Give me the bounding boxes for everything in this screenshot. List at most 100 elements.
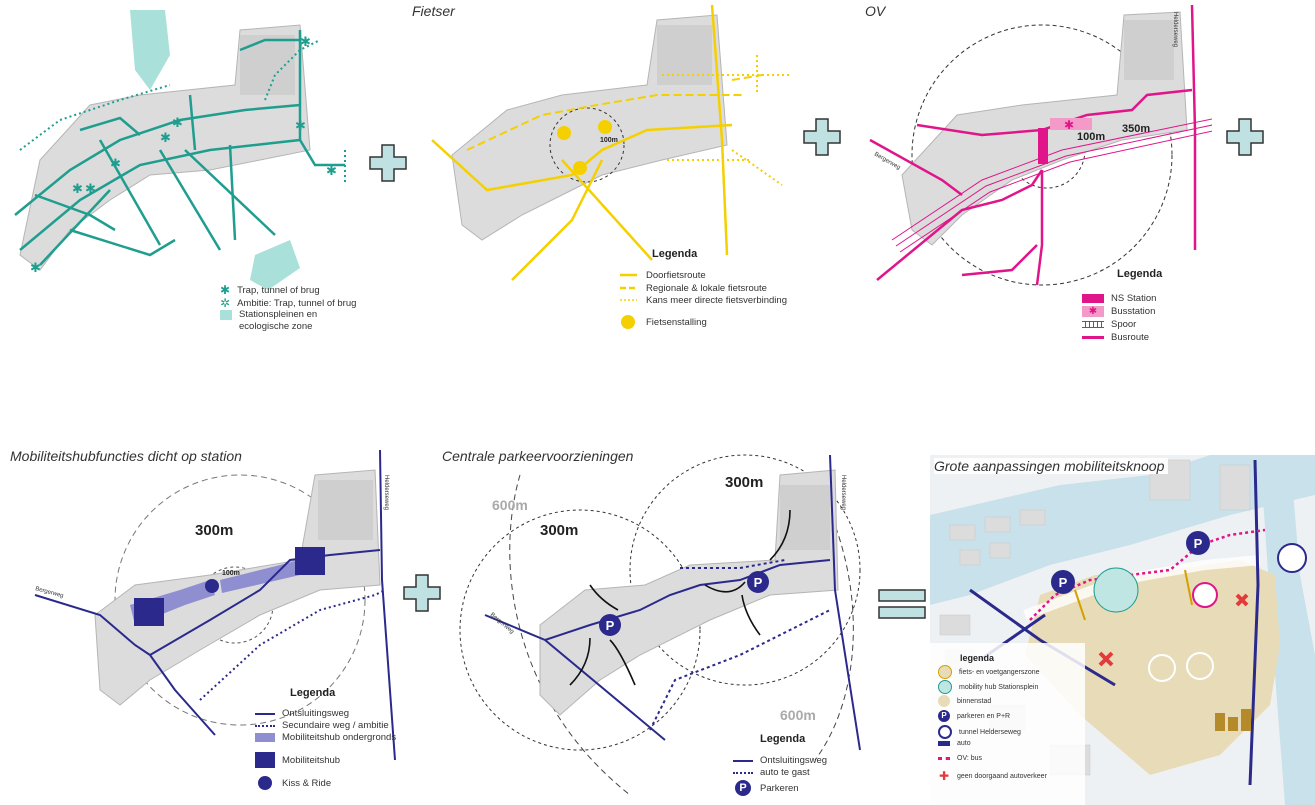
panel-title: Fietser [412, 3, 455, 19]
panel-title: OV [865, 3, 886, 19]
legend-label: Doorfietsroute [646, 270, 706, 281]
direct-connection-chances [662, 55, 792, 186]
legend-title: Legenda [652, 248, 698, 260]
parking-marker [1051, 570, 1075, 594]
svg-text:✱: ✱ [295, 118, 306, 133]
through-routes [431, 4, 733, 281]
access-roads [34, 449, 396, 761]
rail-corridor [1023, 555, 1261, 620]
bus-route [1029, 528, 1266, 621]
road-label: Bergerweg [34, 586, 64, 599]
legend-label: OV: bus [957, 755, 983, 762]
panel-title: Mobiliteitshubfuncties dicht op station [10, 448, 242, 464]
road-label: Helderseweg [383, 475, 389, 510]
legend-title: Legenda [760, 733, 806, 745]
cyclist-map: 100m [431, 4, 792, 329]
parking-marker-left [599, 614, 621, 636]
road-label: Helderseweg [840, 475, 846, 510]
bus-station-area [1050, 118, 1092, 130]
legend-item: mobility hub Stationsplein [938, 680, 1038, 694]
secondary-road-swatch [255, 724, 275, 727]
rail-swatch [1082, 321, 1104, 328]
legend-label: Busstation [1111, 306, 1156, 317]
radius-label-right: 300m [725, 474, 763, 491]
hub-marker-left [134, 598, 164, 626]
legend-label: Mobiliteitshub [282, 754, 341, 766]
panel-title: Grote aanpassingen mobiliteitsknoop [934, 458, 1169, 474]
radius-circle-left-300m [459, 509, 701, 751]
legend-item: fiets- en voetgangerszone [938, 665, 1040, 679]
ns-station-swatch [1082, 294, 1104, 303]
bus-station-star-icon: ✱ [1064, 118, 1074, 132]
legend-item: OV: bus [938, 755, 982, 762]
legend-label: Ontsluitingsweg [282, 708, 350, 719]
legend-item: Ontsluitingsweg [255, 708, 349, 719]
parking-arrows [569, 509, 791, 686]
panel-title: Centrale parkeervoorzieningen [442, 448, 634, 464]
legend-title: Legenda [290, 687, 336, 699]
hub-icon [255, 752, 275, 768]
ped-crossings [1074, 569, 1193, 621]
tunnel-marker [1277, 543, 1307, 573]
mobility-hub-marker [1093, 567, 1139, 613]
plus-operator [803, 118, 841, 156]
plus-operator [369, 144, 407, 182]
pedestrian-routes [14, 30, 345, 266]
kiss-ride-marker [205, 579, 219, 593]
pt-map: ✱ 100m 350m Bergerweg Helderseweg [869, 4, 1212, 286]
legend-item: Mobiliteitshub [255, 752, 340, 768]
legend-label: auto te gast [760, 767, 810, 778]
legend-label: Busroute [1111, 332, 1150, 343]
legend-item: auto [938, 740, 971, 747]
svg-text:✱: ✱ [326, 163, 337, 178]
radius-label-outer: 350m [1122, 123, 1150, 135]
bus-routes [869, 4, 1197, 286]
railway [891, 118, 1212, 253]
legend-label: ecologische zone [239, 321, 313, 332]
svg-text:✱: ✱ [172, 115, 183, 130]
kiss-ride-icon [258, 776, 272, 790]
legend-item: ✱Trap, tunnel of brug [220, 283, 320, 297]
building-block [780, 485, 830, 550]
radius-label: 100m [600, 137, 618, 144]
svg-text:✱: ✱ [160, 130, 171, 145]
legend-item: Kans meer directe fietsverbinding [646, 295, 787, 306]
building-block [318, 480, 373, 540]
station-area-ground [539, 469, 839, 716]
legend-item: Doorfietsroute [646, 270, 706, 281]
panel-parking: Centrale parkeervoorzieningen P P 300m [440, 440, 870, 805]
legend-title: Legenda [1117, 268, 1163, 280]
star-outline-icon: ✲ [220, 296, 231, 310]
legend-item: Mobiliteitshub ondergronds [255, 732, 396, 743]
legend-label: parkeren en P+R [957, 712, 1011, 720]
parking-letter: P [1194, 536, 1203, 551]
stairs-tunnel-markers: ✱✱✱ ✱✱✱ ✱✱✱ [30, 34, 337, 275]
star-icon: ✱ [220, 283, 231, 297]
svg-text:✱: ✱ [30, 260, 41, 275]
legend-label: Ontsluitingsweg [760, 755, 828, 766]
legend-item: Kiss & Ride [255, 776, 331, 790]
legend-item: ecologische zone [239, 321, 312, 332]
legend-label: Parkeren [760, 782, 799, 794]
legend-label: Regionale & lokale fietsroute [646, 283, 767, 294]
area-swatch [220, 309, 232, 320]
bike-parking-icon [621, 315, 635, 329]
auto-swatch [938, 741, 950, 746]
road-label: Bergerweg [489, 612, 515, 635]
water-area [930, 455, 1315, 605]
road-swatch [733, 759, 753, 762]
legend-item: Busroute [1082, 332, 1149, 343]
bike-parking-markers [557, 120, 612, 175]
city-icon [938, 695, 950, 707]
svg-text:✱: ✱ [300, 34, 311, 49]
tunnel-icon [938, 725, 952, 739]
legend-label: fiets- en voetgangerszone [959, 668, 1040, 676]
canal-area [1260, 455, 1315, 805]
parking-letter: P [1059, 575, 1068, 590]
building-block [240, 35, 295, 95]
mobility-hub-icon [938, 680, 952, 694]
plus-operator [1226, 118, 1264, 156]
legend-label: tunnel Helderseweg [959, 728, 1021, 736]
road-swatch [255, 712, 275, 715]
